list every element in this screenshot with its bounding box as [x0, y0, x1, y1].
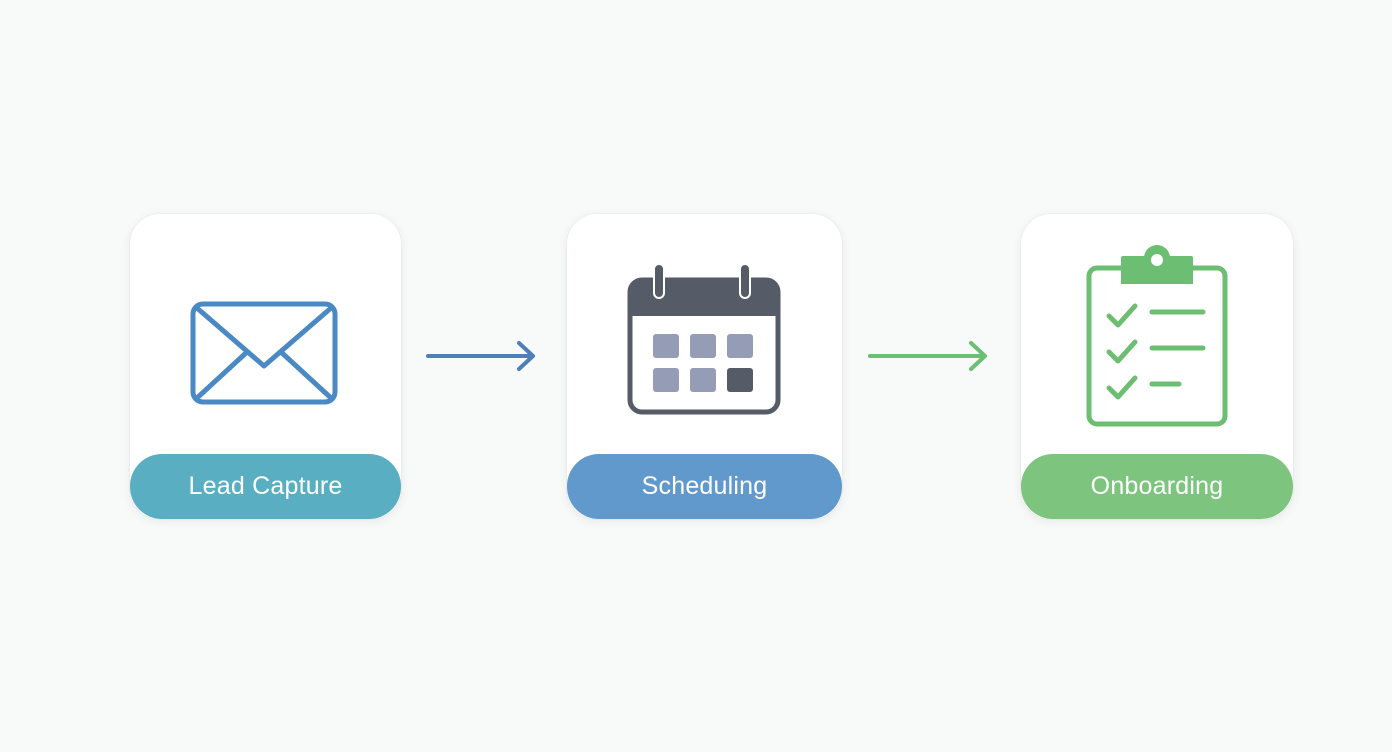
step-label: Onboarding [1090, 472, 1224, 500]
clipboard-checklist-icon [1086, 245, 1228, 427]
arrow-right-icon [868, 341, 987, 371]
step-icon-area [130, 214, 401, 454]
step-label-pill: Scheduling [567, 454, 842, 519]
step-card-lead-capture: Lead Capture [130, 214, 401, 519]
step-card-scheduling: Scheduling [567, 214, 842, 519]
step-label: Lead Capture [188, 472, 343, 500]
envelope-icon [190, 301, 338, 405]
step-card-onboarding: Onboarding [1021, 214, 1293, 519]
step-label-pill: Lead Capture [130, 454, 401, 519]
step-icon-area [1021, 214, 1293, 454]
calendar-icon [627, 263, 781, 415]
step-label-pill: Onboarding [1021, 454, 1293, 519]
step-icon-area [567, 214, 842, 454]
step-label: Scheduling [641, 472, 768, 500]
arrow-right-icon [426, 341, 535, 371]
